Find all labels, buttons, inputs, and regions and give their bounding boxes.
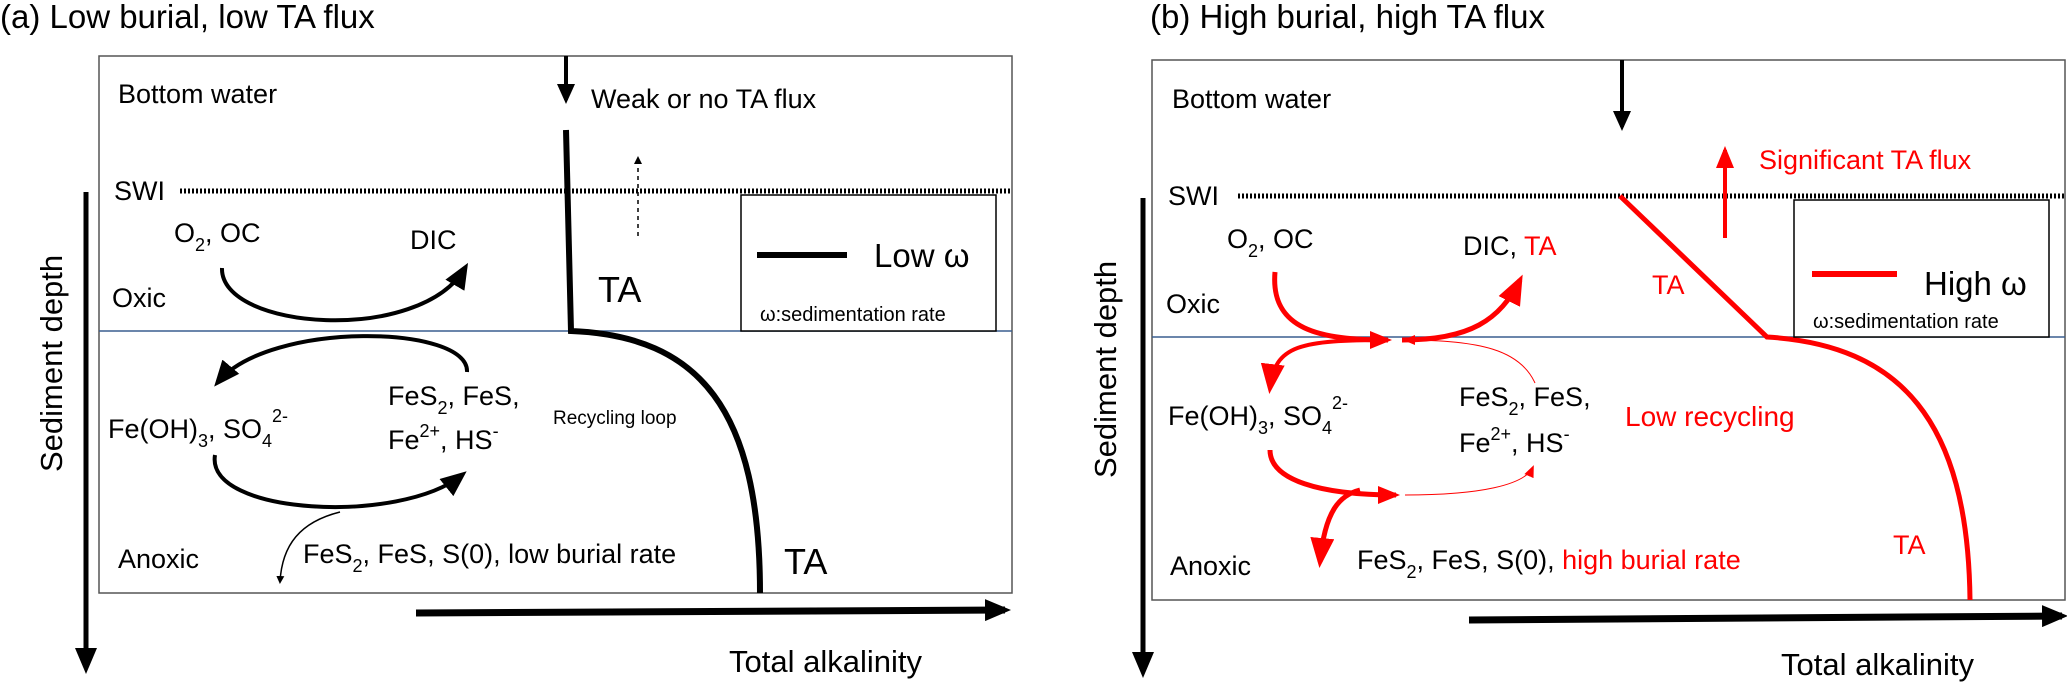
panel-b-burial-arrow (1310, 487, 1361, 568)
panel-a-oxidation-arrow (219, 262, 469, 323)
panel-b-sulfide-arrow (1267, 449, 1400, 504)
panel-b-depth-axis-label: Sediment depth (1088, 261, 1123, 478)
panel-b-reoxidation-arrow (1403, 335, 1536, 384)
panel-a-ta-upper-label: TA (598, 269, 641, 310)
panel-b-recycling-label: Low recycling (1625, 401, 1795, 432)
panel-a-alkalinity-axis (415, 599, 1011, 622)
panel-a-flux-label: Weak or no TA flux (591, 84, 817, 114)
panel-a-ta-lower-label: TA (784, 541, 827, 582)
panel-a-fe2-hs-label: Fe2+, HS- (388, 421, 499, 455)
panel-b-anoxic-label: Anoxic (1170, 551, 1251, 581)
panel-b-title: (b) High burial, high TA flux (1150, 0, 1545, 35)
panel-b-weak-recycling-arrow (1404, 465, 1534, 496)
panel-a-ta-profile (563, 129, 763, 594)
panel-a-bottom-water-label: Bottom water (118, 79, 277, 109)
panel-b-legend-label: High ω (1924, 265, 2027, 302)
panel-a-depth-axis-label: Sediment depth (34, 255, 69, 472)
panel-b-oxic-label: Oxic (1166, 289, 1220, 319)
panel-b-oxic-inflow-arrow (1272, 271, 1392, 349)
panel-a: (a) Low burial, low TA flux Bottom water… (0, 0, 1013, 679)
panel-b-swi-label: SWI (1168, 181, 1219, 211)
panel-a-burial-label: FeS2, FeS, S(0), low burial rate (303, 539, 676, 576)
panel-a-alkalinity-axis-label: Total alkalinity (729, 644, 922, 679)
panel-a-anoxic-label: Anoxic (118, 544, 199, 574)
panel-b-dic-ta-arrow (1401, 274, 1523, 343)
panel-a-fe-oh-so4-label: Fe(OH)3, SO42- (108, 406, 288, 451)
panel-a-sulfide-arrow (212, 454, 467, 509)
panel-b-ta-upper-label: TA (1652, 270, 1685, 300)
panel-b-bottom-water-label: Bottom water (1172, 84, 1331, 114)
panel-b-reduction-arrow (1260, 338, 1389, 394)
panel-b-legend-note: ω:sedimentation rate (1813, 311, 1999, 333)
panel-a-legend (740, 194, 997, 332)
panel-a-o2-oc-label: O2, OC (174, 218, 261, 255)
panel-b-ta-profile (1618, 194, 1973, 601)
panel-b-ta-lower-label: TA (1893, 530, 1926, 560)
panel-a-fes-label: FeS2, FeS, (388, 381, 520, 418)
panel-a-frame (98, 55, 1013, 594)
panel-b-alkalinity-axis-label: Total alkalinity (1781, 647, 1974, 682)
panel-a-legend-label: Low ω (874, 237, 969, 274)
panel-a-title: (a) Low burial, low TA flux (0, 0, 375, 35)
panel-b-fe-oh-so4-label: Fe(OH)3, SO42- (1168, 393, 1348, 438)
panel-a-swi-label: SWI (114, 176, 165, 206)
panel-b-fes-label: FeS2, FeS, (1459, 382, 1591, 419)
panel-a-recycling-label: Recycling loop (553, 408, 677, 429)
panel-b-o2-oc-label: O2, OC (1227, 224, 1314, 261)
panel-b-fe2-hs-label: Fe2+, HS- (1459, 424, 1570, 458)
panel-b-frame (1151, 59, 2066, 601)
panel-b: (b) High burial, high TA flux Bottom wat… (1088, 0, 2067, 682)
panel-a-dic-label: DIC (410, 225, 457, 255)
panel-a-oxic-label: Oxic (112, 283, 166, 313)
panel-b-dic-ta-label: DIC, TA (1463, 231, 1557, 261)
panel-a-reduction-arrow (214, 334, 470, 387)
panel-a-burial-arrow (276, 511, 341, 584)
panel-a-legend-note: ω:sedimentation rate (760, 304, 946, 326)
panel-b-burial-label: FeS2, FeS, S(0), high burial rate (1357, 545, 1741, 582)
panel-b-alkalinity-axis (1468, 605, 2067, 628)
panel-b-legend (1793, 199, 2050, 338)
panel-b-flux-label: Significant TA flux (1759, 145, 1972, 175)
